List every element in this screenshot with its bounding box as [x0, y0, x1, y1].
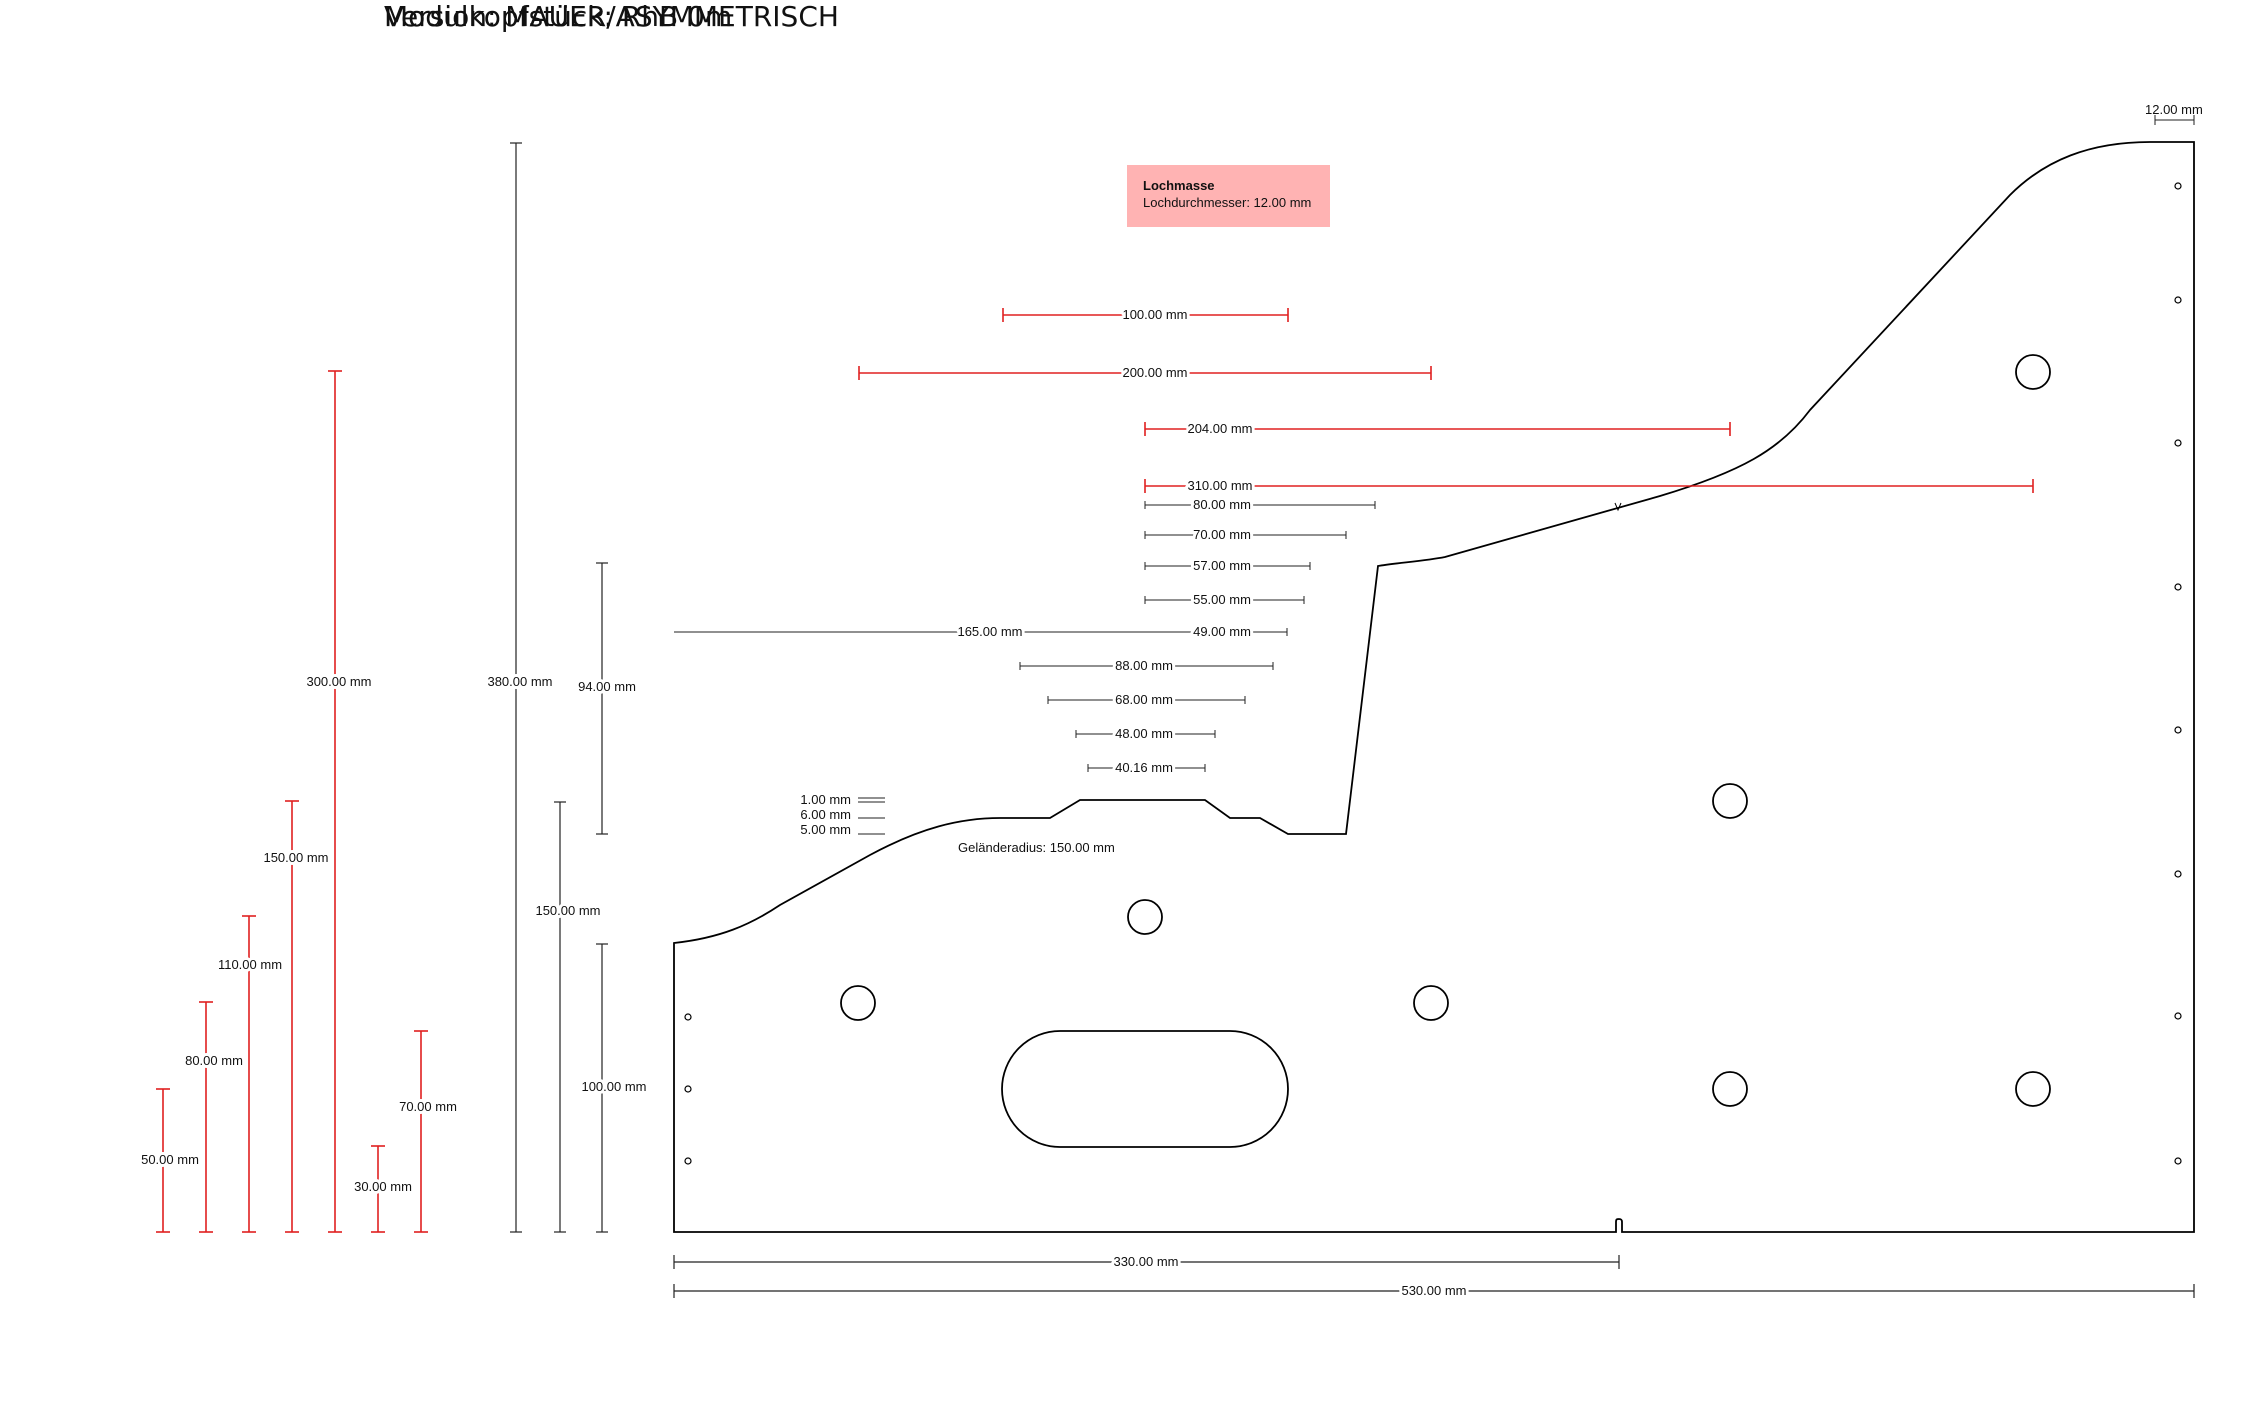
black-vertical-dimensions — [510, 142, 608, 1233]
dim-label-6: 6.00 mm — [800, 807, 851, 822]
dim-label-49: 49.00 mm — [1193, 624, 1251, 639]
small-hole — [2174, 726, 2182, 734]
large-hole — [1413, 985, 1449, 1021]
info-box-background — [1127, 165, 1330, 227]
dim-label-vertical-30: 30.00 mm — [354, 1179, 412, 1194]
part-outline — [673, 141, 2195, 1233]
dim-label-330: 330.00 mm — [1113, 1254, 1178, 1269]
dim-label-vertical-50: 50.00 mm — [141, 1152, 199, 1167]
black-horizontal-dimensions — [674, 501, 1376, 772]
dim-label-vertical-150-mid: 150.00 mm — [535, 903, 600, 918]
small-hole — [684, 1085, 692, 1093]
dim-label-40: 40.16 mm — [1115, 760, 1173, 775]
dim-label-vertical-110: 110.00 mm — [218, 957, 282, 972]
small-hole — [2174, 182, 2182, 190]
large-hole — [840, 985, 876, 1021]
red-vertical-dimensions — [156, 370, 428, 1233]
dim-label-vertical-70: 70.00 mm — [399, 1099, 457, 1114]
dim-label-12: 12.00 mm — [2145, 102, 2203, 117]
large-hole — [2015, 1071, 2051, 1107]
dim-label-165: 165.00 mm — [957, 624, 1022, 639]
dim-label-204: 204.00 mm — [1187, 421, 1252, 436]
small-hole — [684, 1157, 692, 1165]
small-hole — [2174, 870, 2182, 878]
dim-label-310: 310.00 mm — [1187, 478, 1252, 493]
outline-marker — [1614, 502, 1622, 512]
dim-label-vertical-80: 80.00 mm — [185, 1053, 243, 1068]
large-hole — [1127, 899, 1163, 935]
dim-label-57: 57.00 mm — [1193, 558, 1251, 573]
small-hole — [2174, 439, 2182, 447]
bottom-dimensions — [673, 1255, 2195, 1298]
dim-label-vertical-380: 380.00 mm — [487, 674, 552, 689]
drawing-title: Modulkopfstück: RhB 0m — [384, 0, 733, 33]
small-hole — [684, 1013, 692, 1021]
dim-label-1: 1.00 mm — [800, 792, 851, 807]
large-hole — [2015, 354, 2051, 390]
small-hole — [2174, 1012, 2182, 1020]
drawing-version: Version: MAUER/ASYMMETRISCH — [384, 0, 839, 33]
large-hole — [1712, 783, 1748, 819]
dim-label-48: 48.00 mm — [1115, 726, 1173, 741]
dim-label-530: 530.00 mm — [1401, 1283, 1466, 1298]
dim-label-5: 5.00 mm — [800, 822, 851, 837]
small-hole — [2174, 1157, 2182, 1165]
hole-info-box: Lochmasse Lochdurchmesser: 12.00 mm — [1127, 165, 1330, 227]
oval-slot — [1001, 1030, 1289, 1148]
small-hole — [2174, 296, 2182, 304]
dim-label-55: 55.00 mm — [1193, 592, 1251, 607]
dim-label-200: 200.00 mm — [1122, 365, 1187, 380]
dim-label-vertical-300: 300.00 mm — [306, 674, 371, 689]
dim-label-vertical-100: 100.00 mm — [581, 1079, 646, 1094]
large-hole — [1712, 1071, 1748, 1107]
outer-contour — [673, 141, 2195, 1233]
dim-label-70: 70.00 mm — [1193, 527, 1251, 542]
info-box-heading: Lochmasse — [1143, 178, 1215, 193]
dim-label-vertical-150-left: 150.00 mm — [263, 850, 328, 865]
railing-radius-label: Geländeradius: 150.00 mm — [958, 840, 1115, 855]
red-horizontal-dimensions — [858, 308, 2034, 493]
dim-label-vertical-94: 94.00 mm — [578, 679, 636, 694]
dim-label-100: 100.00 mm — [1122, 307, 1187, 322]
dim-label-80: 80.00 mm — [1193, 497, 1251, 512]
dim-label-68: 68.00 mm — [1115, 692, 1173, 707]
info-box-text: Lochdurchmesser: 12.00 mm — [1143, 195, 1311, 210]
dim-top-right-12 — [2154, 115, 2195, 125]
small-dimensions — [858, 797, 885, 835]
dim-label-88: 88.00 mm — [1115, 658, 1173, 673]
small-hole — [2174, 583, 2182, 591]
